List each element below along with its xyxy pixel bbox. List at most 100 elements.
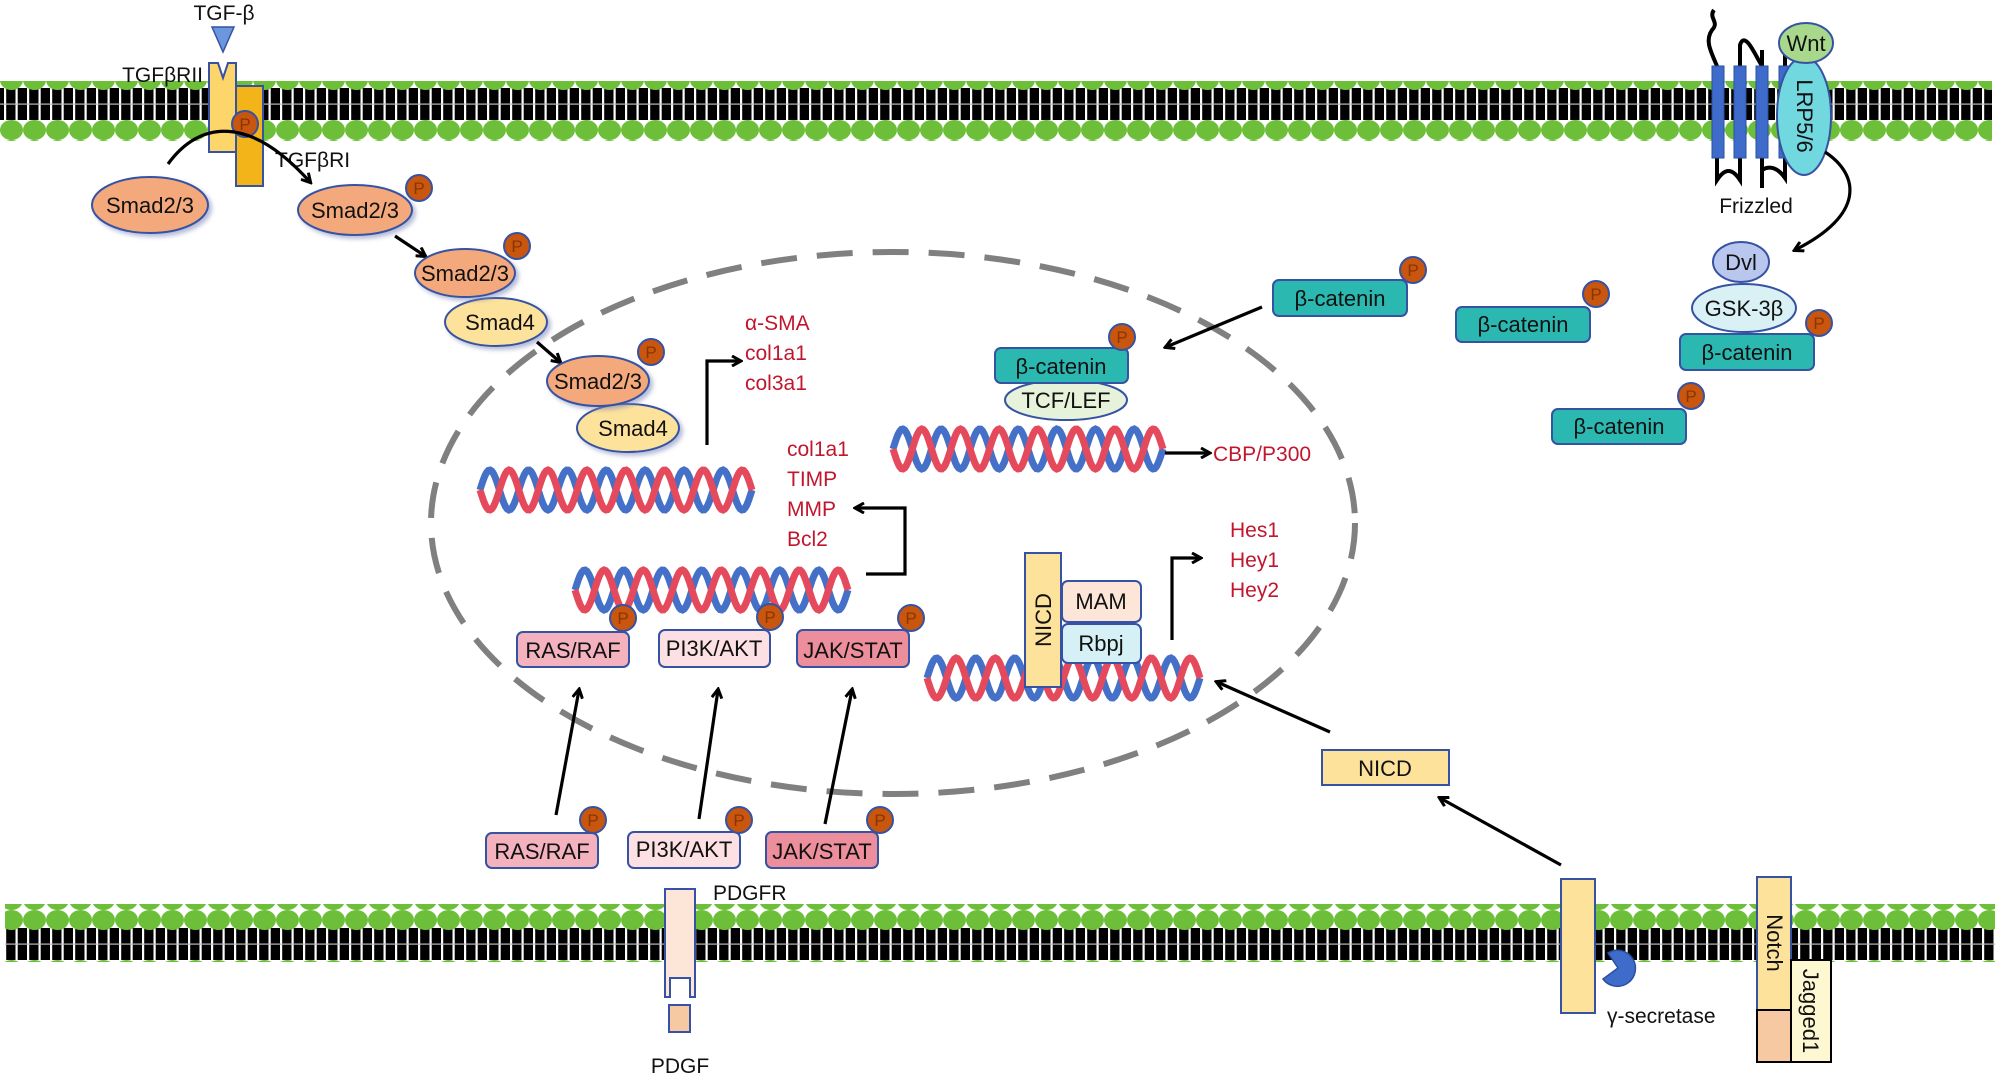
dna-strand-red xyxy=(889,425,1167,473)
svg-text:NICD: NICD xyxy=(1031,593,1056,647)
pi3k-akt-nuclear: PI3K/AKT xyxy=(658,629,771,668)
svg-text:Dvl: Dvl xyxy=(1725,250,1757,275)
dvl: Dvl xyxy=(1712,241,1770,283)
cleavage-arrow xyxy=(1440,798,1562,867)
plasma-membrane-bottom xyxy=(5,904,1995,962)
beta-catenin-nuclear: β-catenin xyxy=(994,347,1129,384)
svg-text:Wnt: Wnt xyxy=(1786,31,1825,56)
phospho-badge: P xyxy=(866,806,894,834)
jak-stat-nuclear: JAK/STAT xyxy=(796,629,910,668)
translocation-arrow xyxy=(823,690,852,825)
gamma-secretase-label: γ-secretase xyxy=(1607,1005,1716,1028)
phospho-badge: P xyxy=(637,338,665,366)
svg-text:β-catenin: β-catenin xyxy=(1295,286,1386,311)
dna-helix-smad xyxy=(476,466,756,514)
phospho-badge: P xyxy=(503,232,531,260)
rasraf-nuclear: RAS/RAF xyxy=(516,631,630,668)
pdgfr-label: PDGFR xyxy=(713,882,787,905)
activation-arrow xyxy=(535,340,560,362)
svg-text:P: P xyxy=(239,115,250,134)
beta-catenin-free: β-catenin xyxy=(1272,279,1408,317)
gene-hey2: Hey2 xyxy=(1230,579,1279,602)
svg-text:P: P xyxy=(733,811,744,830)
svg-text:RAS/RAF: RAS/RAF xyxy=(494,839,589,864)
smad23-phosphorylated xyxy=(297,184,413,236)
tgf-beta-label: TGF-β xyxy=(193,2,254,25)
rbpj: Rbpj xyxy=(1061,623,1142,664)
transcription-arrow xyxy=(856,508,907,576)
frizzled-label: Frizzled xyxy=(1719,195,1793,218)
pdgf-ligand xyxy=(668,1004,691,1033)
svg-text:P: P xyxy=(1116,328,1127,347)
svg-text:P: P xyxy=(764,608,775,627)
gene-col1a1-kinase: col1a1 xyxy=(787,438,849,461)
smad23-complex-cytoplasm xyxy=(414,248,516,298)
svg-text:β-catenin: β-catenin xyxy=(1478,312,1569,337)
smad23-label: Smad2/3 xyxy=(106,193,194,218)
smad4-cytoplasm xyxy=(444,297,548,347)
phospho-badge: P xyxy=(725,806,753,834)
transcription-arrow xyxy=(1170,558,1200,640)
transcription-arrow xyxy=(705,361,740,445)
phospho-badge: P xyxy=(1108,323,1136,351)
beta-catenin-free: β-catenin xyxy=(1551,408,1687,445)
svg-text:P: P xyxy=(1685,387,1696,406)
smad23-unphosphorylated xyxy=(91,176,209,234)
translocation-arrow xyxy=(554,690,579,816)
phospho-badge: P xyxy=(405,174,433,202)
gsk3b: GSK-3β xyxy=(1691,283,1797,333)
gene-timp: TIMP xyxy=(787,468,837,491)
svg-text:PI3K/AKT: PI3K/AKT xyxy=(666,636,763,661)
dna-helix-notch xyxy=(923,654,1204,702)
gene-hes1: Hes1 xyxy=(1230,519,1279,542)
svg-text:RAS/RAF: RAS/RAF xyxy=(525,638,620,663)
phospho-badge: P xyxy=(1677,382,1705,410)
svg-text:JAK/STAT: JAK/STAT xyxy=(803,638,902,663)
smad4-label: Smad4 xyxy=(598,416,668,441)
nucleus-envelope xyxy=(428,249,1358,797)
svg-text:Jagged1: Jagged1 xyxy=(1798,969,1823,1053)
svg-text:P: P xyxy=(1407,261,1418,280)
dna-strand-red xyxy=(476,466,756,514)
svg-text:JAK/STAT: JAK/STAT xyxy=(772,839,871,864)
smad23-nuclear xyxy=(546,355,650,407)
svg-text:P: P xyxy=(587,811,598,830)
notch-receptor: Notch xyxy=(1756,876,1792,1063)
nicd-cytoplasm: NICD xyxy=(1321,749,1450,786)
svg-text:GSK-3β: GSK-3β xyxy=(1705,296,1784,321)
wnt-ligand: Wnt xyxy=(1778,22,1834,64)
pi3k-akt-cytoplasm: PI3K/AKT xyxy=(627,831,741,869)
phospho-badge: P xyxy=(897,604,925,632)
svg-text:β-catenin: β-catenin xyxy=(1016,354,1107,379)
svg-text:P: P xyxy=(905,609,916,628)
activation-arrow xyxy=(1795,150,1852,250)
svg-text:P: P xyxy=(413,179,424,198)
phospho-badge: P xyxy=(756,603,784,631)
phospho-badge: P xyxy=(609,604,637,632)
pdgf-label: PDGF xyxy=(651,1055,709,1076)
svg-text:PI3K/AKT: PI3K/AKT xyxy=(636,837,733,862)
svg-text:P: P xyxy=(645,343,656,362)
svg-text:TCF/LEF: TCF/LEF xyxy=(1021,388,1110,413)
gene-col3a1: col3a1 xyxy=(745,372,807,395)
dna-strand-red xyxy=(923,654,1204,702)
smad4-nuclear xyxy=(576,403,680,453)
smad23-label: Smad2/3 xyxy=(554,369,642,394)
phospho-badge: P xyxy=(1805,309,1833,337)
phospho-badge: P xyxy=(1399,256,1427,284)
tgfbrii-label: TGFβRII xyxy=(122,64,203,87)
activation-arrow xyxy=(166,129,310,182)
jagged1-ligand: Jagged1 xyxy=(1790,959,1832,1063)
smad23-label: Smad2/3 xyxy=(421,261,509,286)
svg-text:LRP5/6: LRP5/6 xyxy=(1792,79,1817,152)
dna-helix-kinase xyxy=(571,566,852,614)
phospho-badge: P xyxy=(1582,280,1610,308)
mam: MAM xyxy=(1061,580,1142,623)
dna-helix-wnt xyxy=(889,425,1167,473)
lrp56-coreceptor: LRP5/6 xyxy=(1776,56,1832,176)
gamma-secretase-icon xyxy=(1601,949,1637,988)
tcf-lef: TCF/LEF xyxy=(1004,379,1128,421)
translocation-arrow xyxy=(1217,682,1331,734)
tgfbrii-receptor xyxy=(208,62,237,153)
